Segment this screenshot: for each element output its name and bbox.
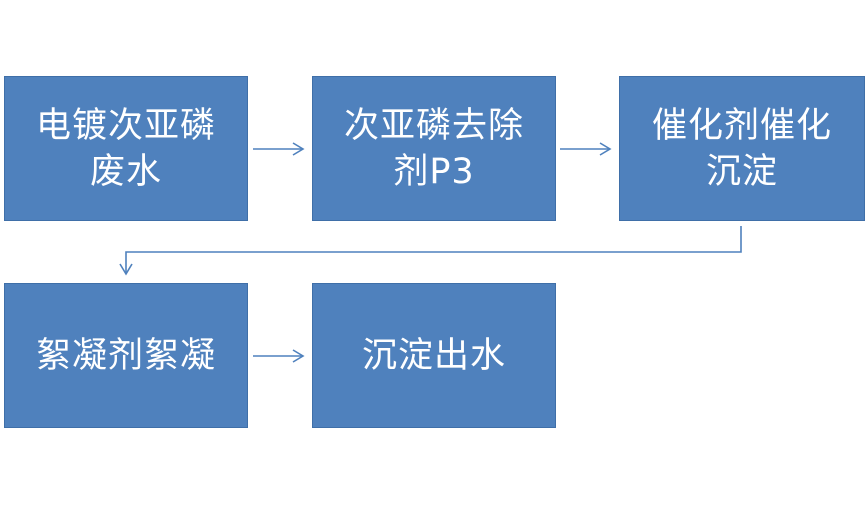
- step-label: 絮凝剂絮凝: [36, 335, 217, 376]
- step-box-flocculation: 絮凝剂絮凝: [4, 283, 248, 428]
- step-box-remover-p3: 次亚磷去除剂P3: [312, 76, 556, 221]
- step-label: 催化剂催化沉淀: [652, 105, 833, 192]
- arrow-elbow-3-to-4: [119, 226, 742, 276]
- step-label: 电镀次亚磷废水: [36, 105, 217, 192]
- step-label: 次亚磷去除剂P3: [344, 105, 525, 192]
- step-box-catalytic-precipitation: 催化剂催化沉淀: [619, 76, 865, 221]
- step-box-effluent: 沉淀出水: [312, 283, 556, 428]
- step-box-wastewater: 电镀次亚磷废水: [4, 76, 248, 221]
- step-label: 沉淀出水: [361, 335, 506, 376]
